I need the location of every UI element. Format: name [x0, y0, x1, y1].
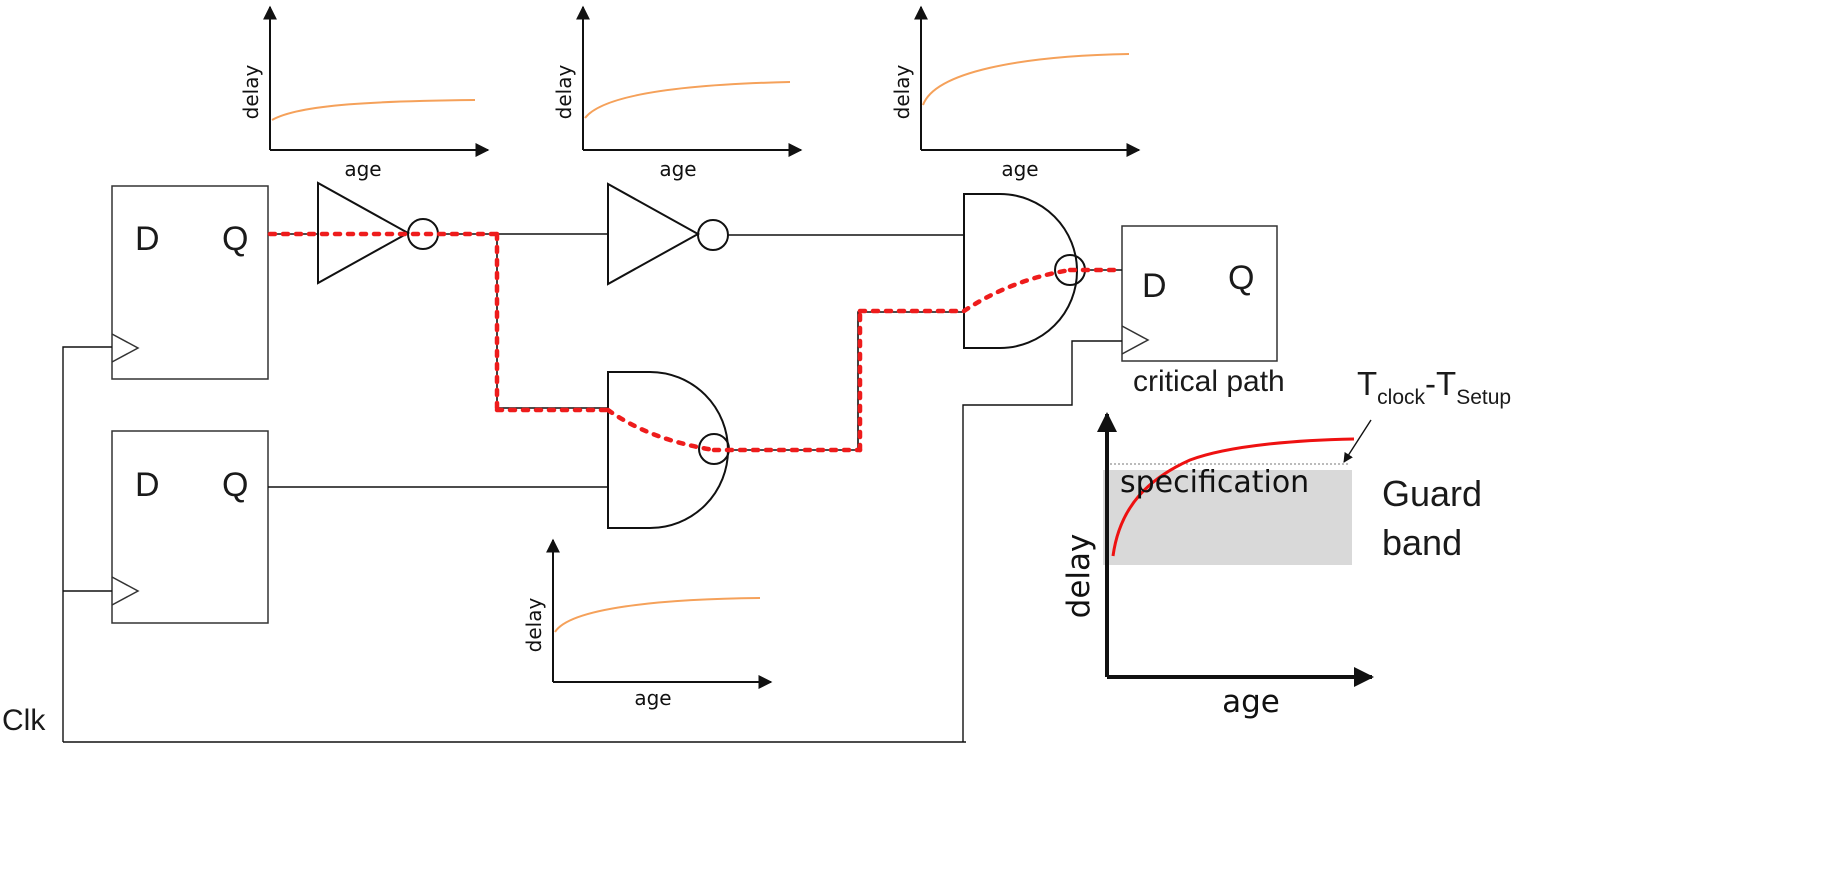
mini-plot-2-xlabel: age — [659, 157, 696, 181]
mini-plot-nand-2: age delay — [890, 5, 1141, 181]
aging-curve-2 — [584, 81, 791, 119]
ff3-clock-input-icon — [1121, 325, 1150, 355]
guard-band-label-line1: Guard — [1382, 473, 1482, 514]
timing-limit-pointer — [1343, 419, 1372, 463]
critical-path-delay-curve — [1111, 437, 1355, 557]
inverter-2-bubble-icon — [697, 219, 729, 251]
ff3-q-label: Q — [1228, 259, 1254, 297]
ff2-d-label: D — [135, 466, 160, 504]
guard-band-label-line2: band — [1382, 522, 1462, 563]
aging-curve-1 — [271, 99, 476, 121]
main-plot-ylabel: delay — [1061, 534, 1097, 619]
inverter-2 — [607, 182, 729, 286]
mini-plot-3-ylabel: delay — [890, 65, 914, 120]
nand-gate-1 — [607, 371, 730, 529]
mini-plot-inverter-1: age delay — [239, 5, 490, 181]
main-plot-xlabel: age — [1222, 684, 1280, 720]
flip-flop-1: D Q — [111, 185, 269, 380]
ff2-q-label: Q — [222, 466, 248, 504]
ff2-clock-input-icon — [111, 576, 140, 606]
critical-path-trace — [267, 231, 1125, 453]
signal-wires — [268, 233, 1122, 488]
mini-plot-2-ylabel: delay — [552, 65, 576, 120]
flip-flop-3: D Q — [1121, 225, 1278, 362]
main-delay-plot: age delay specification — [1061, 412, 1374, 720]
aging-curve-4 — [554, 597, 761, 633]
ff3-d-label: D — [1142, 267, 1167, 305]
guard-band-region — [1103, 470, 1352, 565]
aging-curve-3 — [922, 53, 1130, 106]
mini-plot-4-xlabel: age — [634, 686, 671, 710]
clock-network — [62, 340, 1122, 743]
flip-flop-2: D Q — [111, 430, 269, 624]
mini-plot-1-ylabel: delay — [239, 65, 263, 120]
ff1-q-label: Q — [222, 220, 248, 258]
ff1-clock-input-icon — [111, 333, 140, 363]
critical-path-label: critical path — [1133, 365, 1285, 398]
specification-label: specification — [1120, 465, 1309, 500]
nand-gate-2 — [963, 193, 1086, 349]
mini-plot-4-ylabel: delay — [522, 598, 546, 653]
t-clock-minus-t-setup-label: Tclock-TSetup — [1357, 365, 1511, 409]
clk-label: Clk — [2, 704, 46, 737]
ff1-d-label: D — [135, 220, 160, 258]
mini-plot-nand-1: age delay — [522, 538, 773, 710]
mini-plot-1-xlabel: age — [344, 157, 381, 181]
mini-plot-3-xlabel: age — [1001, 157, 1038, 181]
mini-plot-inverter-2: age delay — [552, 5, 803, 181]
